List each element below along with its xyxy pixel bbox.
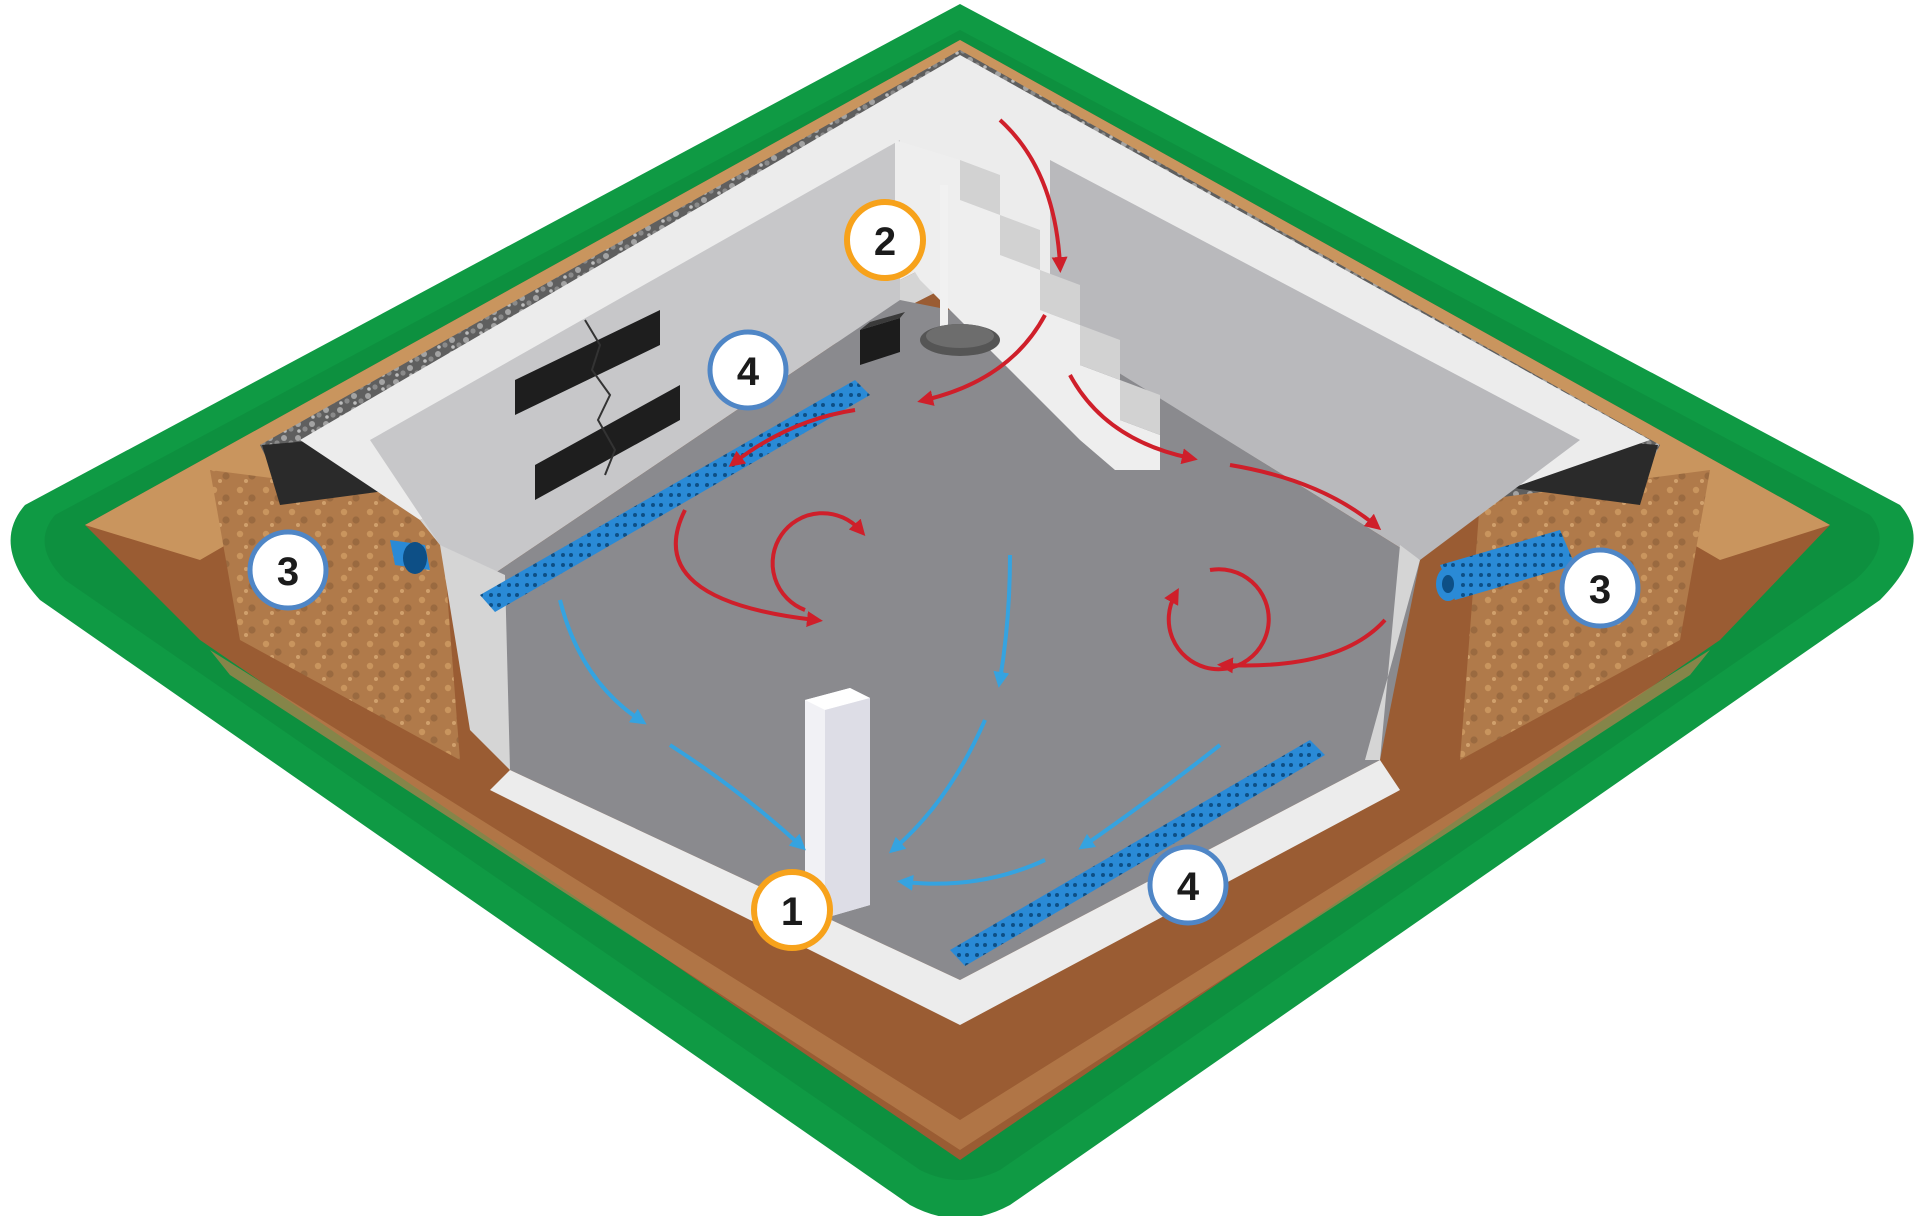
marker-4-back-label: 4 <box>737 350 760 394</box>
back-wall-left <box>370 140 900 590</box>
wall-reinforcement <box>515 310 680 500</box>
marker-4-front-label: 4 <box>1177 865 1200 909</box>
marker-4-front: 4 <box>1147 844 1229 926</box>
wall-crack-icon <box>584 319 617 476</box>
marker-4-back: 4 <box>707 329 789 411</box>
air-flow-arrows <box>673 118 1387 674</box>
marker-3-right-label: 3 <box>1589 568 1611 612</box>
interior-drain-front <box>950 740 1325 966</box>
dehumidifier-icon <box>805 688 870 918</box>
exterior-drain-right <box>1436 530 1575 601</box>
marker-3-left: 3 <box>247 529 329 611</box>
marker-3-right: 3 <box>1559 547 1641 629</box>
marker-2: 2 <box>844 199 926 281</box>
staircase-icon <box>895 140 1160 470</box>
sump-pump-icon <box>860 185 1000 365</box>
back-wall-right <box>1050 160 1580 560</box>
marker-2-label: 2 <box>874 220 896 264</box>
marker-3-left-label: 3 <box>277 550 299 594</box>
drain-pipe-icon <box>403 542 427 574</box>
marker-1: 1 <box>751 869 833 951</box>
marker-1-label: 1 <box>781 890 803 934</box>
water-flow-arrows <box>558 554 1222 891</box>
exterior-drain-left <box>390 540 430 574</box>
